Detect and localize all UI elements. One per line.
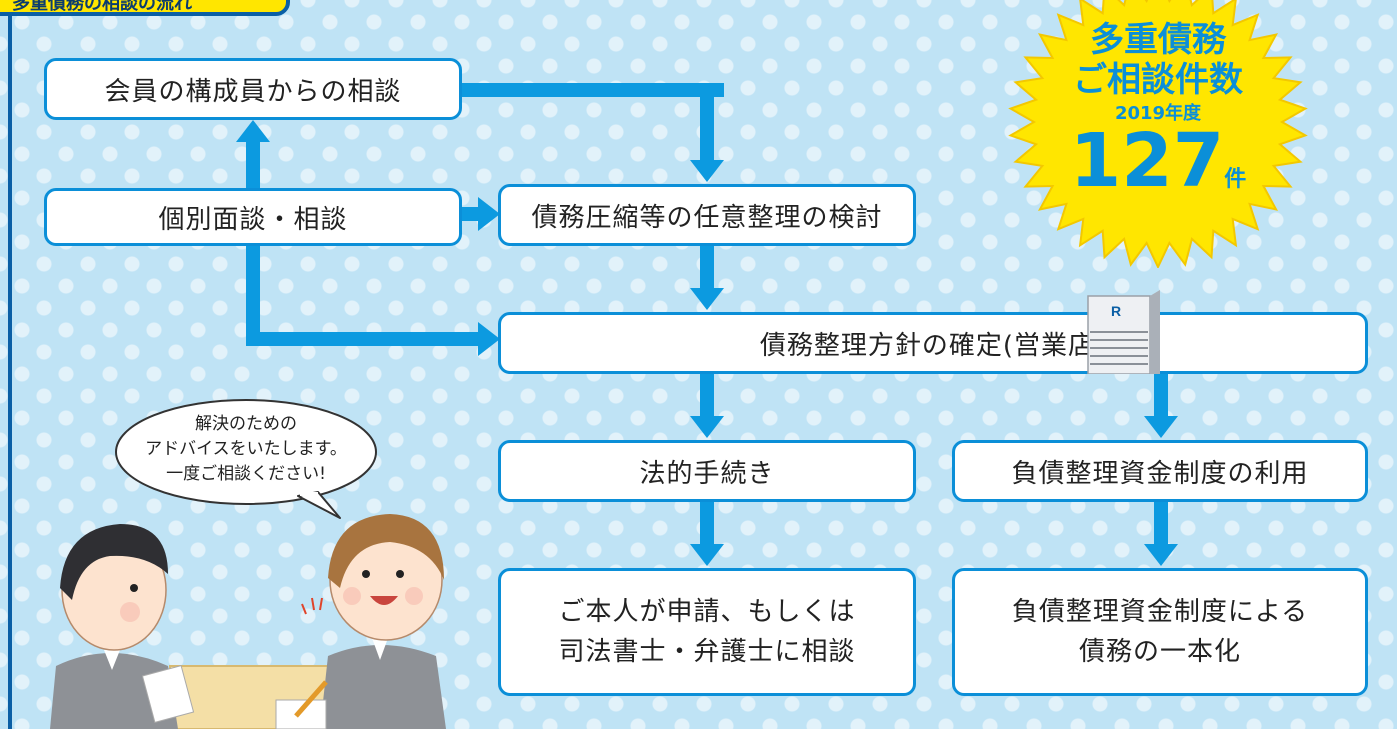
speech-line3: 一度ご相談ください! bbox=[166, 464, 326, 484]
arrow-to-voluntary-right bbox=[478, 197, 500, 231]
badge-line2: ご相談件数 bbox=[1073, 60, 1243, 100]
speech-bubble-text: 解決のための アドバイスをいたします。 一度ご相談ください! bbox=[112, 412, 380, 487]
arrow-to-policy bbox=[478, 322, 500, 356]
badge-count: 127 bbox=[1069, 118, 1225, 204]
connector-left-up bbox=[246, 140, 260, 188]
connector-policy-left-down bbox=[700, 374, 714, 420]
fund-system-box: 負債整理資金制度の利用 bbox=[952, 440, 1368, 502]
section-tab: 多重債務の相談の流れ bbox=[0, 0, 290, 16]
connector-left-bottom bbox=[246, 332, 482, 346]
connector-left-down bbox=[246, 246, 260, 346]
connector-voluntary-down bbox=[700, 246, 714, 292]
self-apply-line1: ご本人が申請、もしくは bbox=[558, 597, 856, 627]
arrow-to-member-consult bbox=[236, 120, 270, 142]
connector-left-right bbox=[460, 207, 480, 221]
individual-interview-box: 個別面談・相談 bbox=[44, 188, 462, 246]
connector-top-horizontal bbox=[460, 83, 724, 97]
consolidation-box: 負債整理資金制度による 債務の一本化 bbox=[952, 568, 1368, 696]
connector-policy-right-down bbox=[1154, 374, 1168, 420]
arrow-to-self-apply bbox=[690, 544, 724, 566]
connector-top-down bbox=[700, 83, 714, 163]
arrow-to-policy-down bbox=[690, 288, 724, 310]
self-apply-line2: 司法書士・弁護士に相談 bbox=[558, 637, 856, 667]
badge-line1: 多重債務 bbox=[1090, 20, 1226, 60]
policy-decision-box: 債務整理方針の確定(営業店) bbox=[498, 312, 1368, 374]
consultation-illustration bbox=[50, 514, 446, 729]
speech-line2: アドバイスをいたします。 bbox=[145, 439, 347, 459]
connector-legal-down bbox=[700, 502, 714, 548]
speech-line1: 解決のための bbox=[195, 414, 297, 434]
arrow-to-fund bbox=[1144, 416, 1178, 438]
left-border bbox=[8, 14, 12, 729]
badge-unit: 件 bbox=[1224, 167, 1247, 192]
arrow-to-voluntary bbox=[690, 160, 724, 182]
consolidation-line2: 債務の一本化 bbox=[1078, 637, 1241, 667]
member-consult-box: 会員の構成員からの相談 bbox=[44, 58, 462, 120]
voluntary-settlement-box: 債務圧縮等の任意整理の検討 bbox=[498, 184, 916, 246]
svg-text:R: R bbox=[1111, 303, 1121, 319]
self-apply-box: ご本人が申請、もしくは 司法書士・弁護士に相談 bbox=[498, 568, 916, 696]
badge-count-row: 127件 bbox=[1003, 124, 1313, 215]
arrow-to-consolidation bbox=[1144, 544, 1178, 566]
arrow-to-legal bbox=[690, 416, 724, 438]
consolidation-line1: 負債整理資金制度による bbox=[1011, 597, 1309, 627]
bank-building-icon: R bbox=[1087, 290, 1160, 374]
connector-fund-down bbox=[1154, 502, 1168, 548]
badge-year: 2019年度 bbox=[1114, 103, 1202, 124]
consultation-count-burst bbox=[1008, 0, 1308, 268]
legal-procedure-box: 法的手続き bbox=[498, 440, 916, 502]
consultation-count-badge: 多重債務 ご相談件数 2019年度 127件 bbox=[1003, 20, 1313, 215]
speech-bubble bbox=[115, 399, 377, 519]
